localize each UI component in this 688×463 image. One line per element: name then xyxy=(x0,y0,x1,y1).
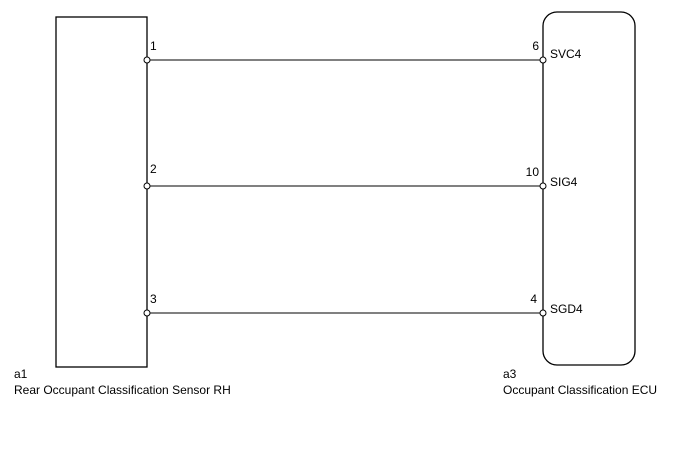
ecu-code: a3 xyxy=(503,367,517,381)
ecu-pin-10-terminal xyxy=(539,182,547,190)
ecu-pin-number: 6 xyxy=(532,39,539,53)
sensor-pin-2-terminal xyxy=(143,182,151,190)
ecu-terminal-name: SVC4 xyxy=(550,47,582,61)
sensor-code: a1 xyxy=(14,367,28,381)
ecu-pin-number: 4 xyxy=(530,292,537,306)
ecu-pin-4-terminal xyxy=(539,309,547,317)
sensor-pin-1-terminal xyxy=(143,56,151,64)
sensor-pin-number: 3 xyxy=(150,292,157,306)
connection-1: 1 6 SVC4 xyxy=(143,39,582,64)
ecu-pin-number: 10 xyxy=(526,165,540,179)
ecu-terminal-name: SGD4 xyxy=(550,302,583,316)
ecu-terminal-name: SIG4 xyxy=(550,175,578,189)
sensor-pin-number: 1 xyxy=(150,39,157,53)
connection-2: 2 10 SIG4 xyxy=(143,162,578,190)
ecu-pin-6-terminal xyxy=(539,56,547,64)
ecu-name: Occupant Classification ECU xyxy=(503,383,657,397)
sensor-pin-3-terminal xyxy=(143,309,151,317)
sensor-pin-number: 2 xyxy=(150,162,157,176)
sensor-box xyxy=(55,16,148,368)
connection-3: 3 4 SGD4 xyxy=(143,292,583,317)
sensor-name: Rear Occupant Classification Sensor RH xyxy=(14,383,231,397)
